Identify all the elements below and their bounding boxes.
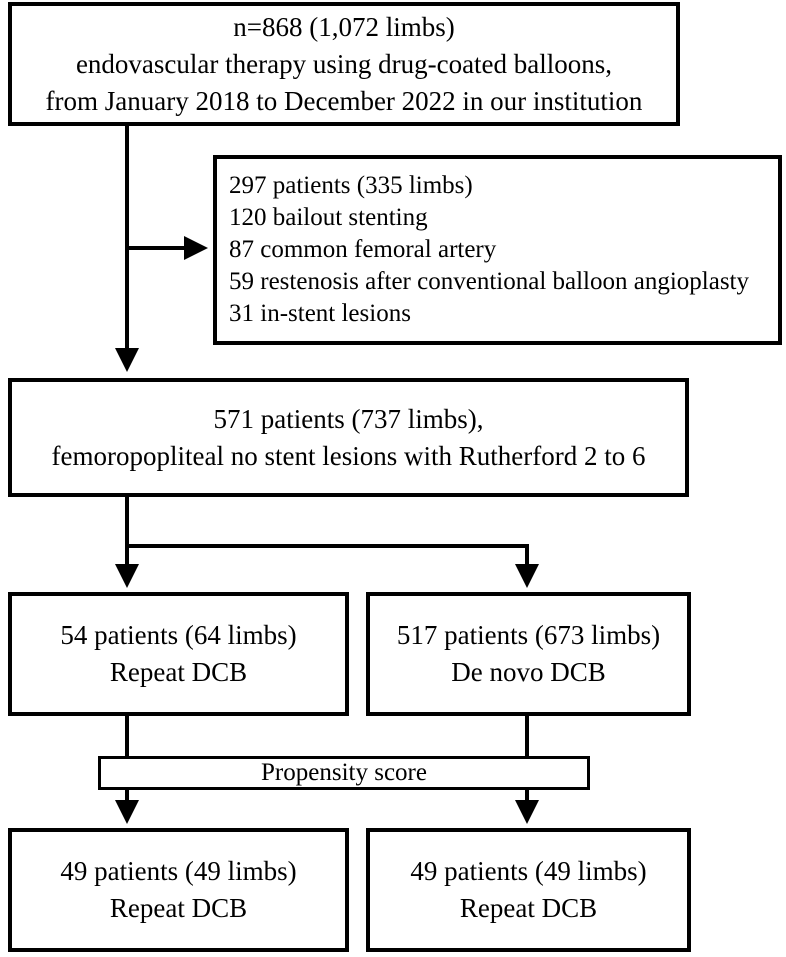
exclusion-common-femoral-artery: 87 common femoral artery — [229, 236, 497, 263]
matched-left-label: Repeat DCB — [109, 893, 248, 923]
matched-repeat-box-left: 49 patients (49 limbs) Repeat DCB — [8, 828, 349, 952]
exclusion-box: 297 patients (335 limbs) 120 bailout ste… — [213, 155, 782, 345]
exclusion-restenosis: 59 restenosis after conventional balloon… — [229, 268, 750, 295]
denovo-dcb-count: 517 patients (673 limbs) — [396, 620, 661, 650]
matched-right-label: Repeat DCB — [459, 893, 598, 923]
enrollment-period: from January 2018 to December 2022 in ou… — [45, 85, 643, 116]
matched-left-count: 49 patients (49 limbs) — [60, 856, 297, 886]
matched-right-count: 49 patients (49 limbs) — [410, 856, 647, 886]
exclusion-bailout-stenting: 120 bailout stenting — [229, 204, 428, 231]
enrollment-description: endovascular therapy using drug-coated b… — [75, 48, 613, 79]
exclusion-in-stent: 31 in-stent lesions — [229, 300, 411, 327]
eligible-count: 571 patients (737 limbs), — [213, 403, 484, 434]
repeat-dcb-label: Repeat DCB — [109, 657, 248, 687]
exclusion-total: 297 patients (335 limbs) — [229, 172, 473, 199]
eligible-description: femoropopliteal no stent lesions with Ru… — [51, 440, 646, 471]
repeat-dcb-box: 54 patients (64 limbs) Repeat DCB — [8, 592, 349, 716]
eligible-box: 571 patients (737 limbs), femoropoplitea… — [8, 378, 689, 497]
matched-repeat-box-right: 49 patients (49 limbs) Repeat DCB — [366, 828, 691, 952]
enrollment-box: n=868 (1,072 limbs) endovascular therapy… — [8, 2, 680, 126]
enrollment-count: n=868 (1,072 limbs) — [233, 11, 455, 42]
propensity-score-label: Propensity score — [261, 759, 427, 786]
denovo-dcb-label: De novo DCB — [451, 657, 606, 687]
denovo-dcb-box: 517 patients (673 limbs) De novo DCB — [366, 592, 691, 716]
repeat-dcb-count: 54 patients (64 limbs) — [60, 620, 297, 650]
propensity-score-bar: Propensity score — [98, 756, 590, 790]
